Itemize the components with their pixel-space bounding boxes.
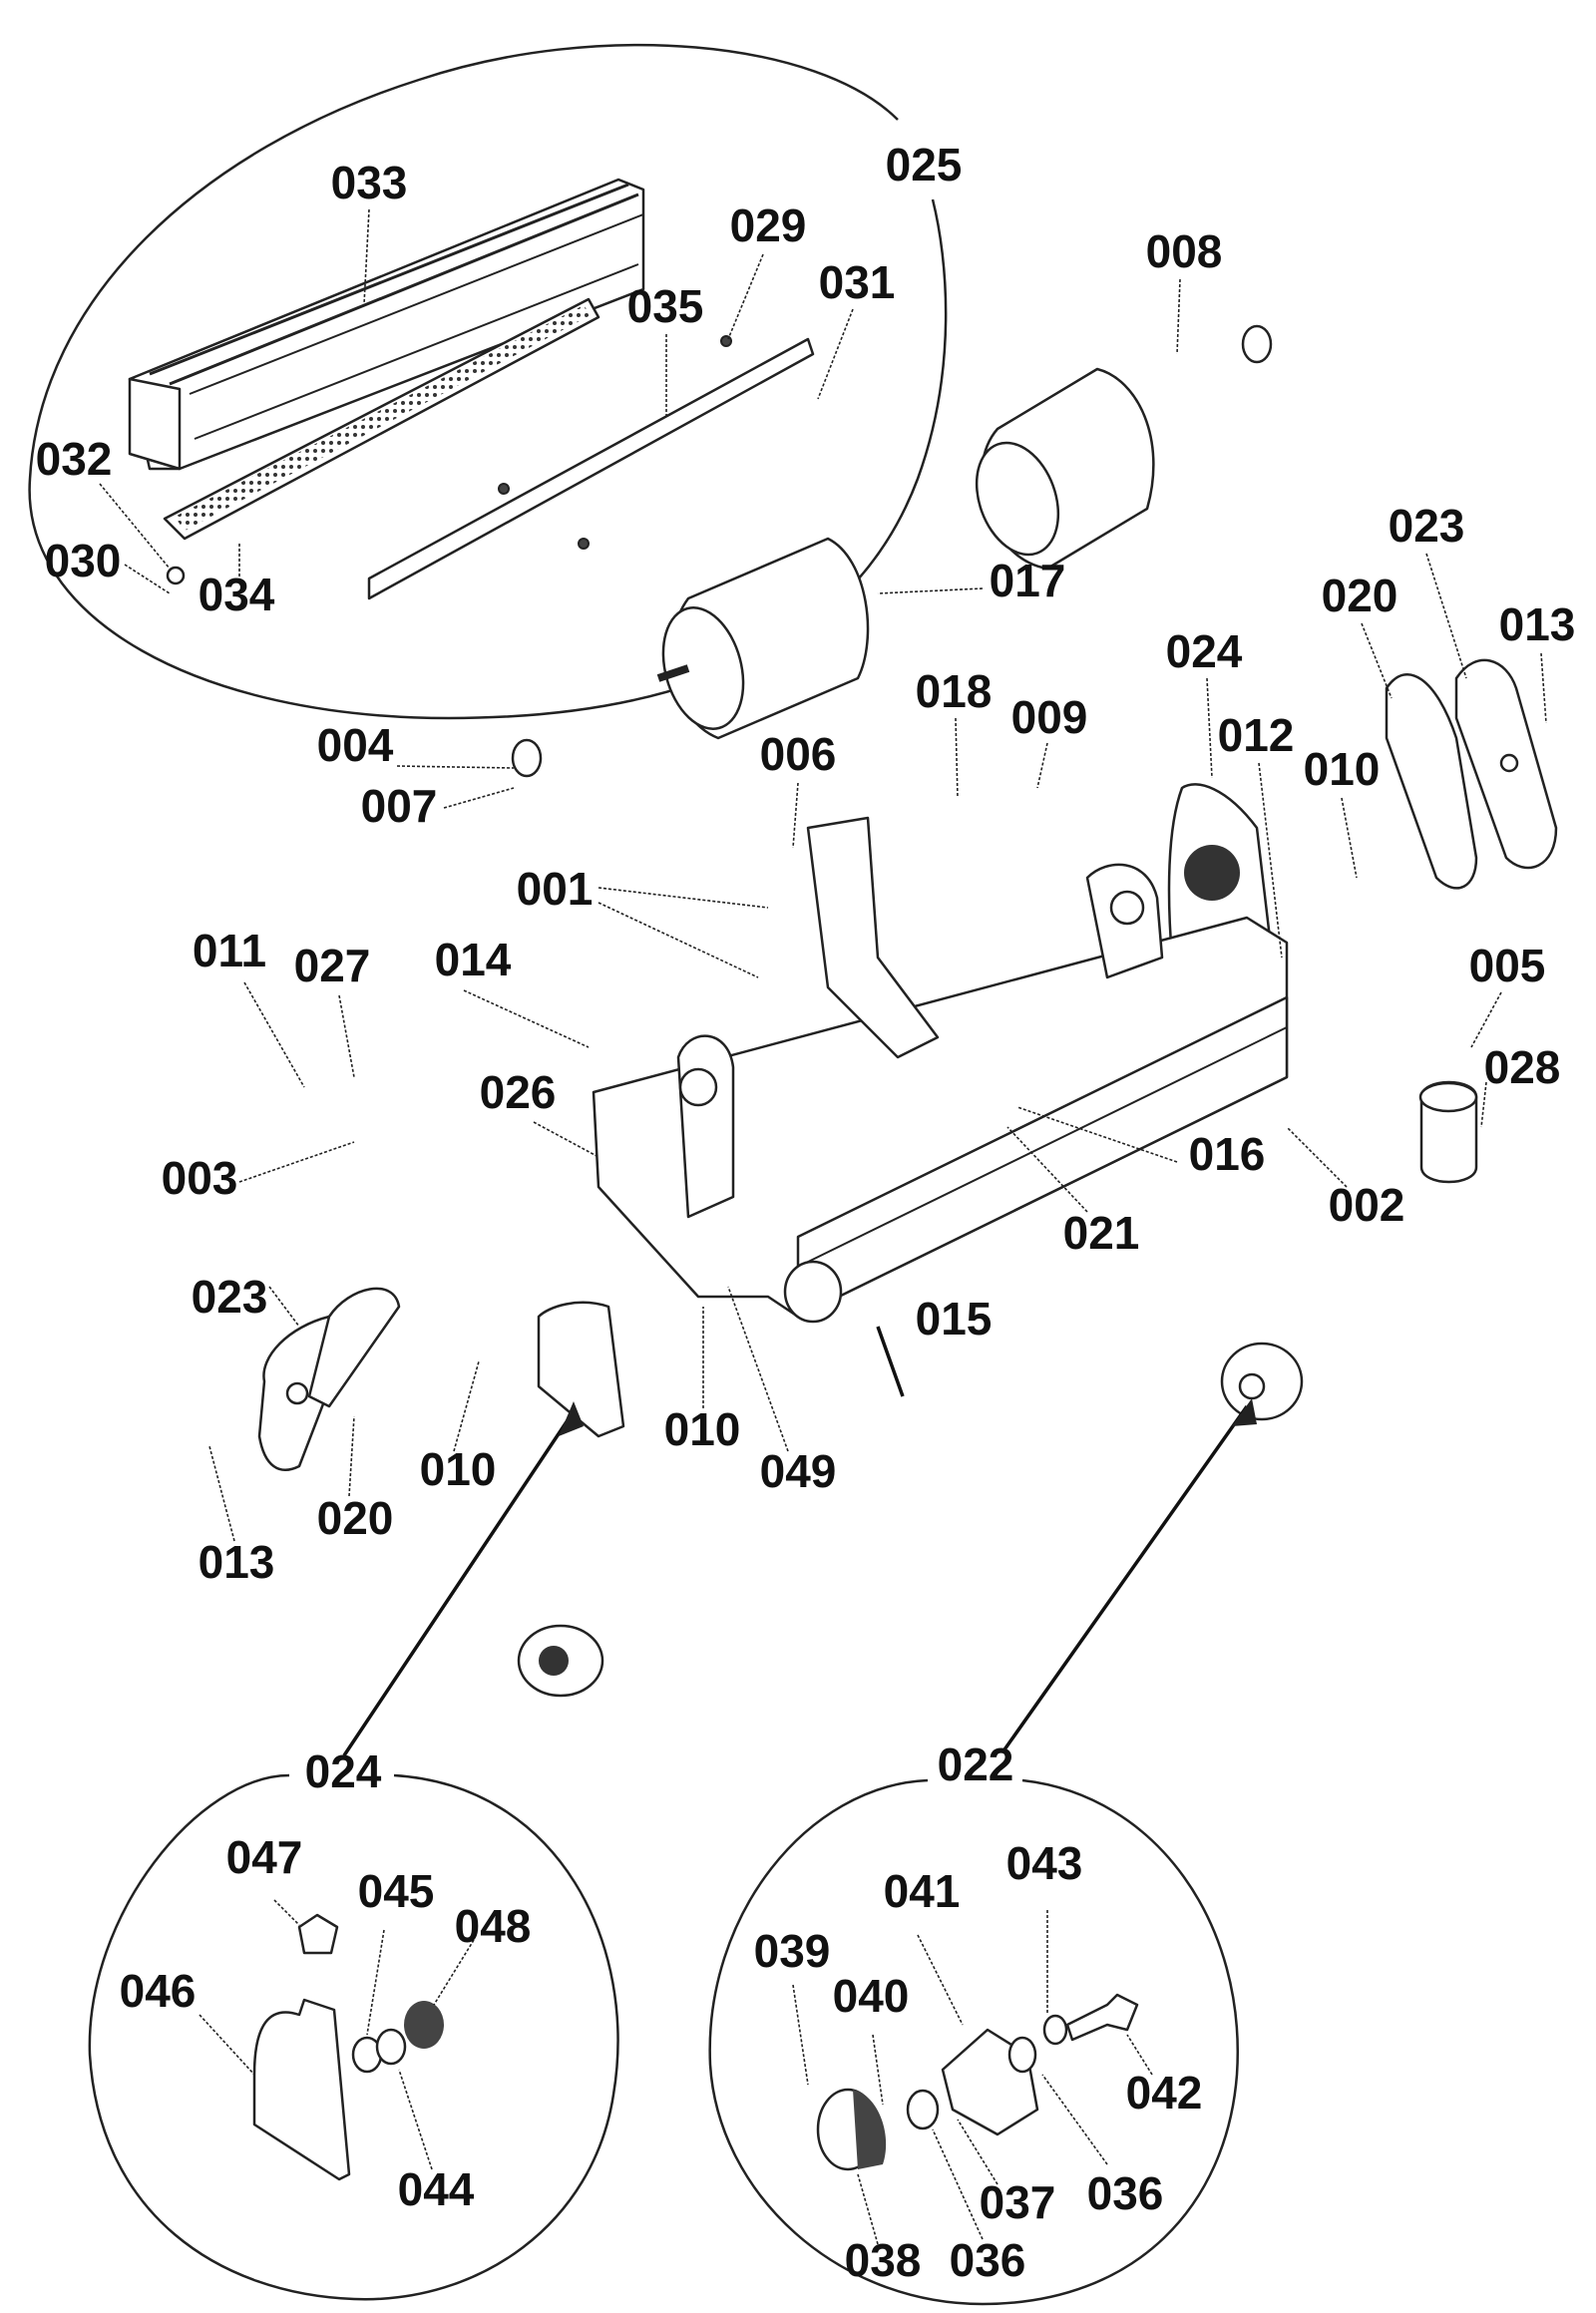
part-023-cover-right [1454, 658, 1558, 870]
arrow-015 [876, 1326, 905, 1397]
part-knob-assembly [517, 1624, 604, 1698]
arrow-to-024 [342, 1410, 576, 1756]
label-002: 002 [1329, 1179, 1405, 1231]
label-014: 014 [435, 934, 512, 985]
label-024: 024 [1166, 625, 1243, 677]
part-004-pulley [511, 738, 543, 778]
label-036-left: 036 [950, 2234, 1026, 2286]
label-026: 026 [480, 1066, 557, 1118]
detail-circle-022 [708, 1778, 1239, 2306]
part-017-motor [656, 537, 870, 740]
label-010-left: 010 [420, 1443, 497, 1495]
label-003: 003 [162, 1152, 238, 1204]
label-030: 030 [45, 535, 122, 586]
part-033-housing [128, 178, 645, 471]
label-009: 009 [1011, 691, 1088, 743]
label-012: 012 [1218, 709, 1295, 761]
label-022-detail: 022 [938, 1738, 1014, 1790]
part-046-cover [252, 1998, 351, 2181]
arrow-head [559, 1401, 584, 1436]
label-038: 038 [845, 2234, 922, 2286]
label-023: 023 [1389, 500, 1465, 552]
label-004: 004 [317, 719, 394, 771]
label-018: 018 [916, 665, 993, 717]
label-013-left: 013 [199, 1536, 275, 1588]
part-motor-end [975, 324, 1273, 571]
label-010: 010 [1304, 743, 1381, 795]
part-screw [578, 538, 590, 550]
label-025: 025 [886, 139, 963, 191]
label-024-detail: 024 [305, 1745, 382, 1797]
label-020-left: 020 [317, 1492, 394, 1544]
arrow-to-022 [1000, 1404, 1249, 1754]
part-034-perforated-plate [163, 297, 600, 541]
part-020-belt-left [307, 1287, 401, 1408]
part-022-bearing [1220, 1342, 1304, 1421]
label-011: 011 [193, 925, 266, 976]
label-034: 034 [199, 569, 275, 620]
label-008: 008 [1146, 225, 1223, 277]
label-037: 037 [980, 2176, 1056, 2228]
part-035-strip [367, 337, 815, 600]
label-048: 048 [455, 1900, 532, 1952]
label-015: 015 [916, 1293, 993, 1345]
part-042-shaft [1065, 1993, 1139, 2042]
label-006: 006 [760, 728, 837, 780]
label-023-left: 023 [192, 1271, 268, 1323]
label-010-center: 010 [664, 1403, 741, 1455]
subassembly-025-outline [28, 43, 948, 720]
label-013: 013 [1499, 598, 1576, 650]
part-036-bearing [906, 2089, 940, 2130]
part-029-screw [720, 335, 732, 347]
part-038-wheel [816, 2088, 887, 2171]
label-020: 020 [1322, 570, 1398, 621]
label-045: 045 [358, 1865, 435, 1917]
label-005: 005 [1469, 940, 1546, 991]
label-029: 029 [730, 199, 807, 251]
label-017: 017 [990, 555, 1066, 606]
label-032: 032 [36, 433, 113, 485]
part-044-washer [375, 2028, 407, 2066]
part-020-belt-right [1385, 673, 1478, 890]
label-001: 001 [517, 863, 594, 915]
label-033: 033 [331, 157, 408, 208]
label-027: 027 [294, 940, 371, 991]
label-021: 021 [1063, 1207, 1140, 1259]
label-039: 039 [754, 1925, 831, 1977]
arrow-head [1232, 1398, 1257, 1426]
part-048-gear [404, 2001, 444, 2049]
label-042: 042 [1126, 2067, 1203, 2119]
label-031: 031 [819, 256, 896, 308]
part-labels: 033 025 029 031 035 008 032 030 034 017 … [36, 139, 1576, 2286]
label-028: 028 [1484, 1041, 1561, 1093]
label-035: 035 [627, 280, 704, 332]
label-046: 046 [120, 1965, 197, 2017]
leader-lines [99, 208, 1547, 2245]
part-028-roller [1418, 1080, 1478, 1184]
label-041: 041 [884, 1865, 961, 1917]
label-047: 047 [226, 1831, 303, 1883]
label-016: 016 [1189, 1128, 1266, 1180]
label-040: 040 [833, 1970, 910, 2022]
part-032-washer [166, 566, 186, 585]
part-043-washer [1042, 2014, 1068, 2046]
part-screw [498, 483, 510, 495]
part-036-bearing-b [1007, 2036, 1037, 2074]
label-043: 043 [1006, 1837, 1083, 1889]
detail-circle-024 [88, 1773, 619, 2301]
label-007: 007 [361, 780, 438, 832]
part-026-frame [592, 816, 1289, 1324]
label-036-right: 036 [1087, 2167, 1164, 2219]
part-024-cover-lower [537, 1301, 625, 1438]
label-044: 044 [398, 2163, 475, 2215]
label-049: 049 [760, 1445, 837, 1497]
part-047-knob [297, 1913, 339, 1955]
